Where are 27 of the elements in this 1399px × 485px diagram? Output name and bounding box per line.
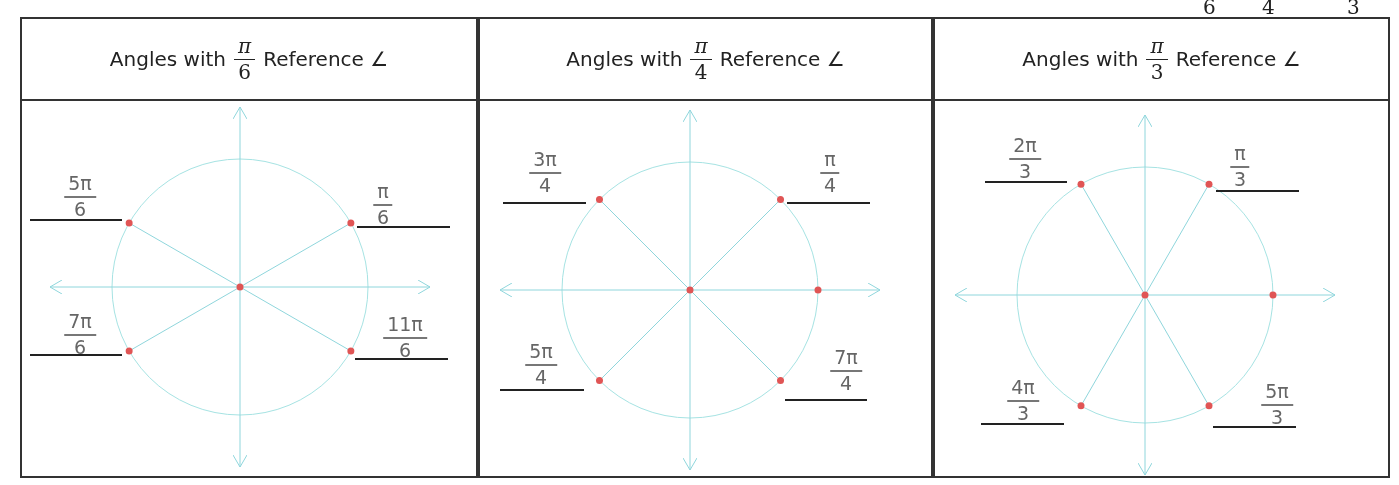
fraction-numerator: 7π xyxy=(830,346,862,372)
fraction-denominator: 3 xyxy=(1270,405,1284,430)
cut-off-digit: 6 xyxy=(1203,0,1216,17)
fraction-numerator: 2π xyxy=(1009,134,1041,160)
fraction-numerator: 5π xyxy=(64,172,96,198)
fraction-denominator: 3 xyxy=(1018,159,1032,184)
fraction-denominator: 4 xyxy=(839,371,853,396)
fraction-numerator: π xyxy=(1230,142,1250,168)
fraction-denominator: 3 xyxy=(1233,167,1247,192)
fraction-numerator: 11π xyxy=(383,313,427,339)
cut-off-digit: 3 xyxy=(1347,0,1360,17)
fraction-numerator: π xyxy=(820,148,840,174)
fraction-numerator: 7π xyxy=(64,310,96,336)
fraction-denominator: 6 xyxy=(398,338,412,363)
fraction-denominator: 3 xyxy=(1016,401,1030,426)
fraction-denominator: 4 xyxy=(538,173,552,198)
fraction-numerator: 5π xyxy=(525,340,557,366)
fraction-denominator: 4 xyxy=(823,173,837,198)
fraction-numerator: 3π xyxy=(529,148,561,174)
fraction-numerator: 4π xyxy=(1007,376,1039,402)
fraction-numerator: π xyxy=(373,180,393,206)
fraction-denominator: 4 xyxy=(534,365,548,390)
fraction-denominator: 6 xyxy=(73,335,87,360)
fraction-denominator: 6 xyxy=(376,205,390,230)
fraction-denominator: 6 xyxy=(73,197,87,222)
cut-off-digit: 4 xyxy=(1262,0,1275,17)
fraction-numerator: 5π xyxy=(1261,380,1293,406)
